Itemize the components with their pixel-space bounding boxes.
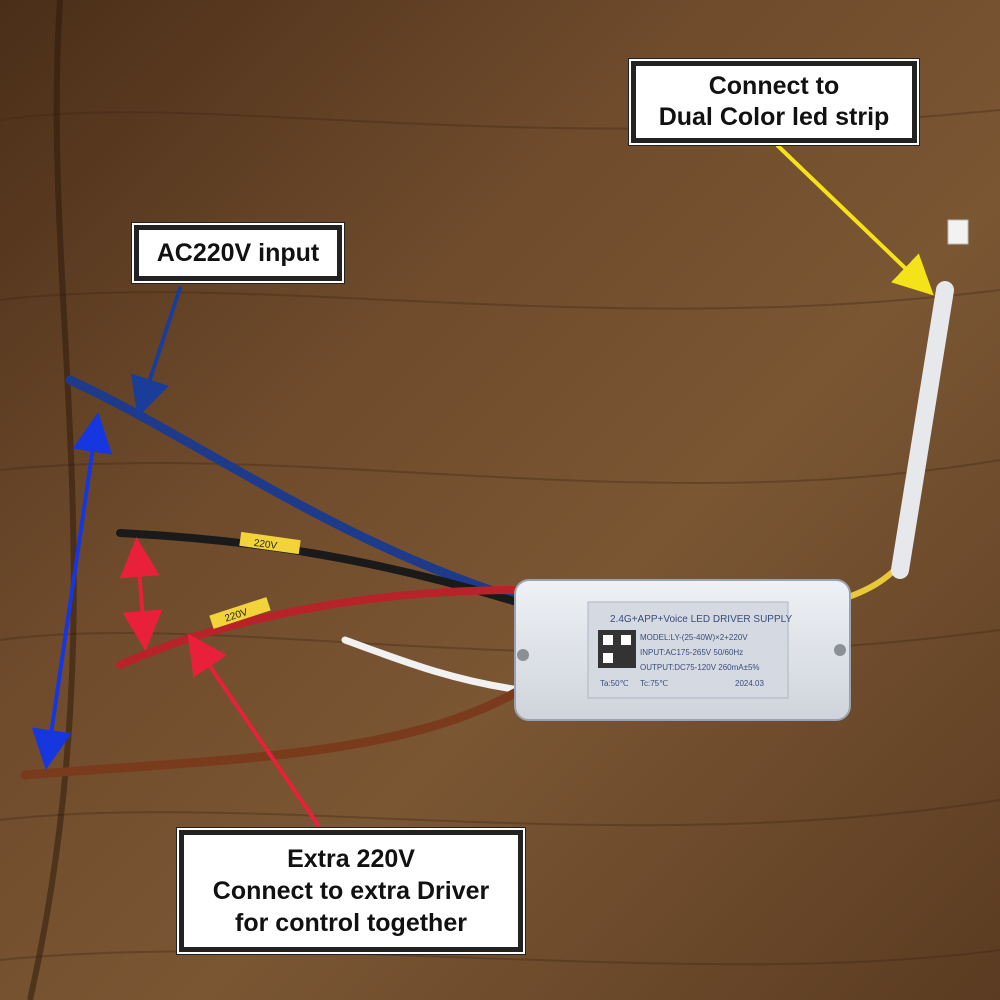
callout-extra-220v: Extra 220V Connect to extra Driver for c…: [177, 828, 525, 954]
callout-extra-line2: Connect to extra Driver: [212, 877, 490, 905]
extra-pointer: [187, 633, 320, 827]
strip-pointer: [776, 144, 934, 296]
ac-input-pointer: [130, 286, 182, 418]
callout-ac-input: AC220V input: [132, 223, 344, 283]
driver-model: MODEL:LY-(25-40W)×2+220V: [640, 633, 748, 642]
wires: [20, 219, 969, 780]
driver-title: 2.4G+APP+Voice LED DRIVER SUPPLY: [610, 614, 792, 625]
callout-led-strip: Connect to Dual Color led strip: [629, 59, 919, 145]
callout-extra-line3: for control together: [235, 909, 467, 937]
wire-tags: 220V 220V: [209, 531, 301, 629]
callout-extra-line1: Extra 220V: [287, 845, 415, 873]
callout-led-strip-line2: Dual Color led strip: [658, 103, 890, 131]
red-wire: [116, 586, 524, 669]
driver-input: INPUT:AC175-265V 50/60Hz: [640, 648, 743, 657]
callout-ac-input-text: AC220V input: [156, 239, 320, 267]
callout-led-strip-line1: Connect to: [708, 72, 840, 100]
white-wire: [341, 636, 524, 694]
led-driver: 2.4G+APP+Voice LED DRIVER SUPPLY MODEL:L…: [514, 579, 851, 721]
driver-date: 2024.03: [735, 679, 764, 688]
black-wire: [116, 529, 524, 607]
blue-wire: [65, 375, 525, 605]
strip-connector: [947, 219, 969, 245]
driver-tc: Tc:75℃: [640, 679, 668, 688]
driver-ta: Ta:50℃: [600, 679, 629, 688]
annotation-arrows: [31, 144, 934, 827]
blue-double-arrow: [31, 412, 113, 770]
black-wire-tag: 220V: [253, 538, 278, 552]
output-sleeve: [891, 281, 954, 579]
red-double-arrow: [119, 537, 163, 651]
driver-output: OUTPUT:DC75-120V 260mA±5%: [640, 663, 760, 672]
